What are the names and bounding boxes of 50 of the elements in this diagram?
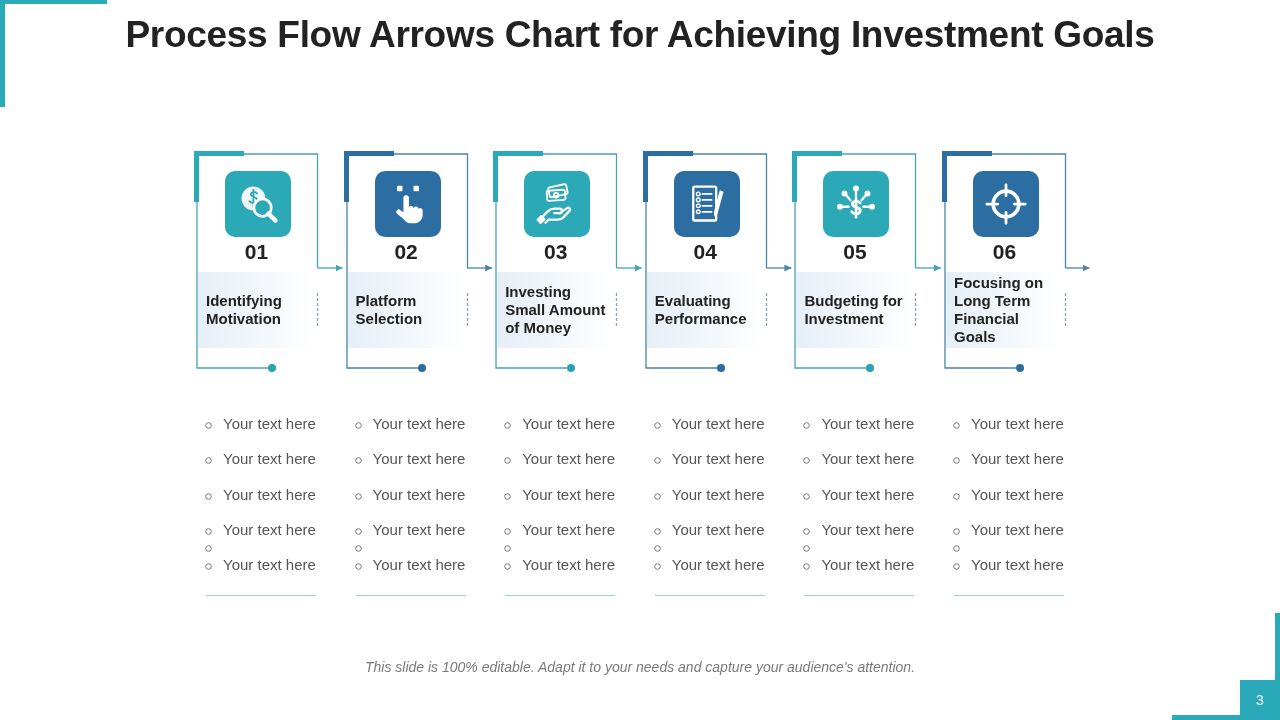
arrow — [466, 264, 493, 272]
bullet-text: Your text here — [223, 415, 316, 433]
arrow — [616, 264, 643, 272]
step-number: 06 — [992, 240, 1017, 264]
step-title: Budgeting for Investment — [804, 292, 904, 328]
bullet-text: Your text here — [223, 485, 316, 504]
bullet-text: Your text here — [522, 556, 616, 575]
step-number: 04 — [693, 240, 717, 264]
bullet-text: Your text here — [223, 450, 316, 469]
bullet-text: Your text here — [223, 556, 316, 575]
step-number: 01 — [244, 240, 269, 264]
bullet-text: Your text here — [223, 520, 316, 539]
bullet-text: Your text here — [821, 485, 915, 504]
step-title: Investing Small Amount of Money — [505, 283, 607, 337]
bullet-text: Your text here — [522, 485, 616, 504]
bullet-text: Your text here — [522, 520, 616, 539]
bullet-text: Your text here — [372, 520, 466, 539]
arrow — [915, 264, 942, 272]
bullet-text: Your text here — [372, 556, 466, 575]
bullet-text: Your text here — [671, 415, 765, 433]
title: Process Flow Arrows Chart for Achieving Investment Goals — [125, 13, 1155, 57]
bullet-text: Your text here — [671, 556, 765, 575]
step-title: Platform Selection — [355, 292, 424, 328]
bullet-text: Your text here — [372, 415, 466, 433]
arrow — [316, 264, 344, 272]
bullet-text: Your text here — [821, 520, 915, 539]
step-number: 05 — [843, 240, 867, 264]
bullet-text: Your text here — [372, 485, 466, 504]
bullet-text: Your text here — [821, 415, 915, 433]
step-title: Identifying Motivation — [206, 292, 283, 328]
bullet-text: Your text here — [522, 415, 616, 433]
step-title: Evaluating Performance — [654, 292, 748, 328]
bullet-text: Your text here — [821, 450, 915, 469]
step-number: 02 — [394, 240, 418, 264]
bullet-text: Your text here — [971, 485, 1064, 504]
arrow — [765, 264, 793, 272]
bullet-text: Your text here — [971, 450, 1064, 469]
bullet-text: Your text here — [971, 520, 1064, 539]
bullet-text: Your text here — [372, 450, 466, 469]
bullet-text: Your text here — [671, 520, 765, 539]
step-number: 03 — [544, 240, 568, 264]
bullet-text: Your text here — [671, 485, 765, 504]
bullet-text: Your text here — [971, 556, 1064, 575]
bullet-text: Your text here — [821, 556, 915, 575]
bullet-text: Your text here — [671, 450, 765, 469]
bullet-text: Your text here — [522, 450, 616, 469]
step-title: Focusing on Long Term Financial Goals — [954, 274, 1045, 346]
arrow — [1064, 264, 1091, 272]
footer-note: This slide is 100% editable. Adapt it to your needs and capture your audience's attention. — [364, 658, 916, 676]
bullet-text: Your text here — [971, 415, 1064, 433]
